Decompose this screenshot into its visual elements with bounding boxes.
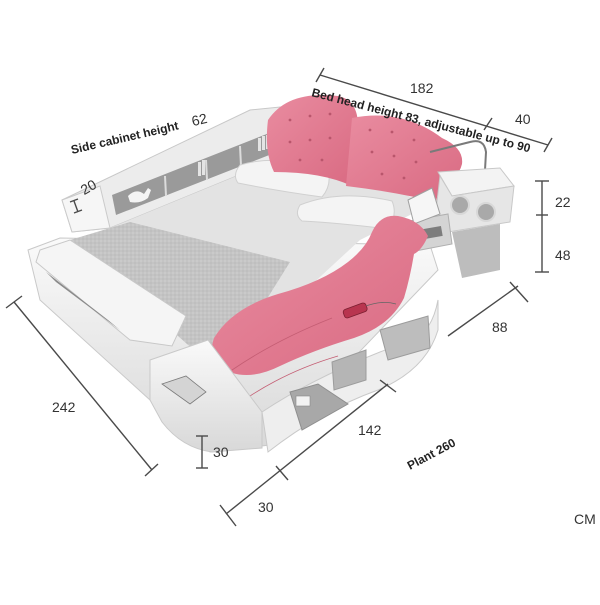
dimension-22-value: 22 <box>555 194 571 210</box>
console-pedestal <box>452 224 500 278</box>
book-ornament <box>161 375 207 405</box>
dimension-20-value: 20 <box>78 176 100 198</box>
units-label: CM <box>574 511 596 527</box>
dimension-88-value: 88 <box>492 319 508 335</box>
dimension-left-length: 242 <box>5 295 159 477</box>
pull-out-drawer-right <box>379 315 431 361</box>
foot-bench <box>35 239 187 347</box>
bed-illustration <box>27 95 515 453</box>
side-cabinet-height-value: 62 <box>190 110 209 129</box>
dimension-30-offset-value: 30 <box>258 499 274 515</box>
laptop-screen <box>407 187 441 225</box>
plant-label: Plant 260 <box>405 435 458 472</box>
dimension-cabinet-heights: 22 48 <box>535 180 571 273</box>
dimension-182-value: 182 <box>410 80 434 96</box>
speaker-right-icon <box>476 202 496 222</box>
dimension-40-value: 40 <box>515 111 531 127</box>
dimension-top-width: 182 40 <box>315 67 553 153</box>
tufted-headboard-left <box>266 95 358 186</box>
chaise-seam <box>231 317 339 397</box>
bench-storage-slot <box>46 272 120 330</box>
tufting-buttons <box>288 112 418 180</box>
speaker-left-icon <box>450 195 470 215</box>
remote-cable <box>365 302 397 307</box>
rocking-horse-ornament <box>128 188 151 203</box>
dimension-30-height-value: 30 <box>213 444 229 460</box>
tufted-headboard-right <box>346 115 463 202</box>
dimension-48-value: 48 <box>555 247 571 263</box>
chaise-lounger <box>211 215 428 375</box>
dimension-242-value: 242 <box>52 399 76 415</box>
bookshelf-dividers <box>164 145 242 197</box>
dimension-right-depth: 88 <box>447 281 529 337</box>
dimension-side-shelf: 20 <box>69 176 100 214</box>
dimension-142-value: 142 <box>358 422 382 438</box>
pull-out-drawer-left <box>289 383 349 431</box>
reading-lamp <box>429 140 488 189</box>
remote-control-icon <box>342 302 368 319</box>
pull-out-drawer-middle <box>331 349 367 391</box>
front-corner-block <box>149 339 263 453</box>
drawer-label-panel <box>295 395 311 407</box>
dimension-bottom-width: 142 30 <box>219 379 397 527</box>
dimension-front-height: 30 <box>196 435 229 469</box>
